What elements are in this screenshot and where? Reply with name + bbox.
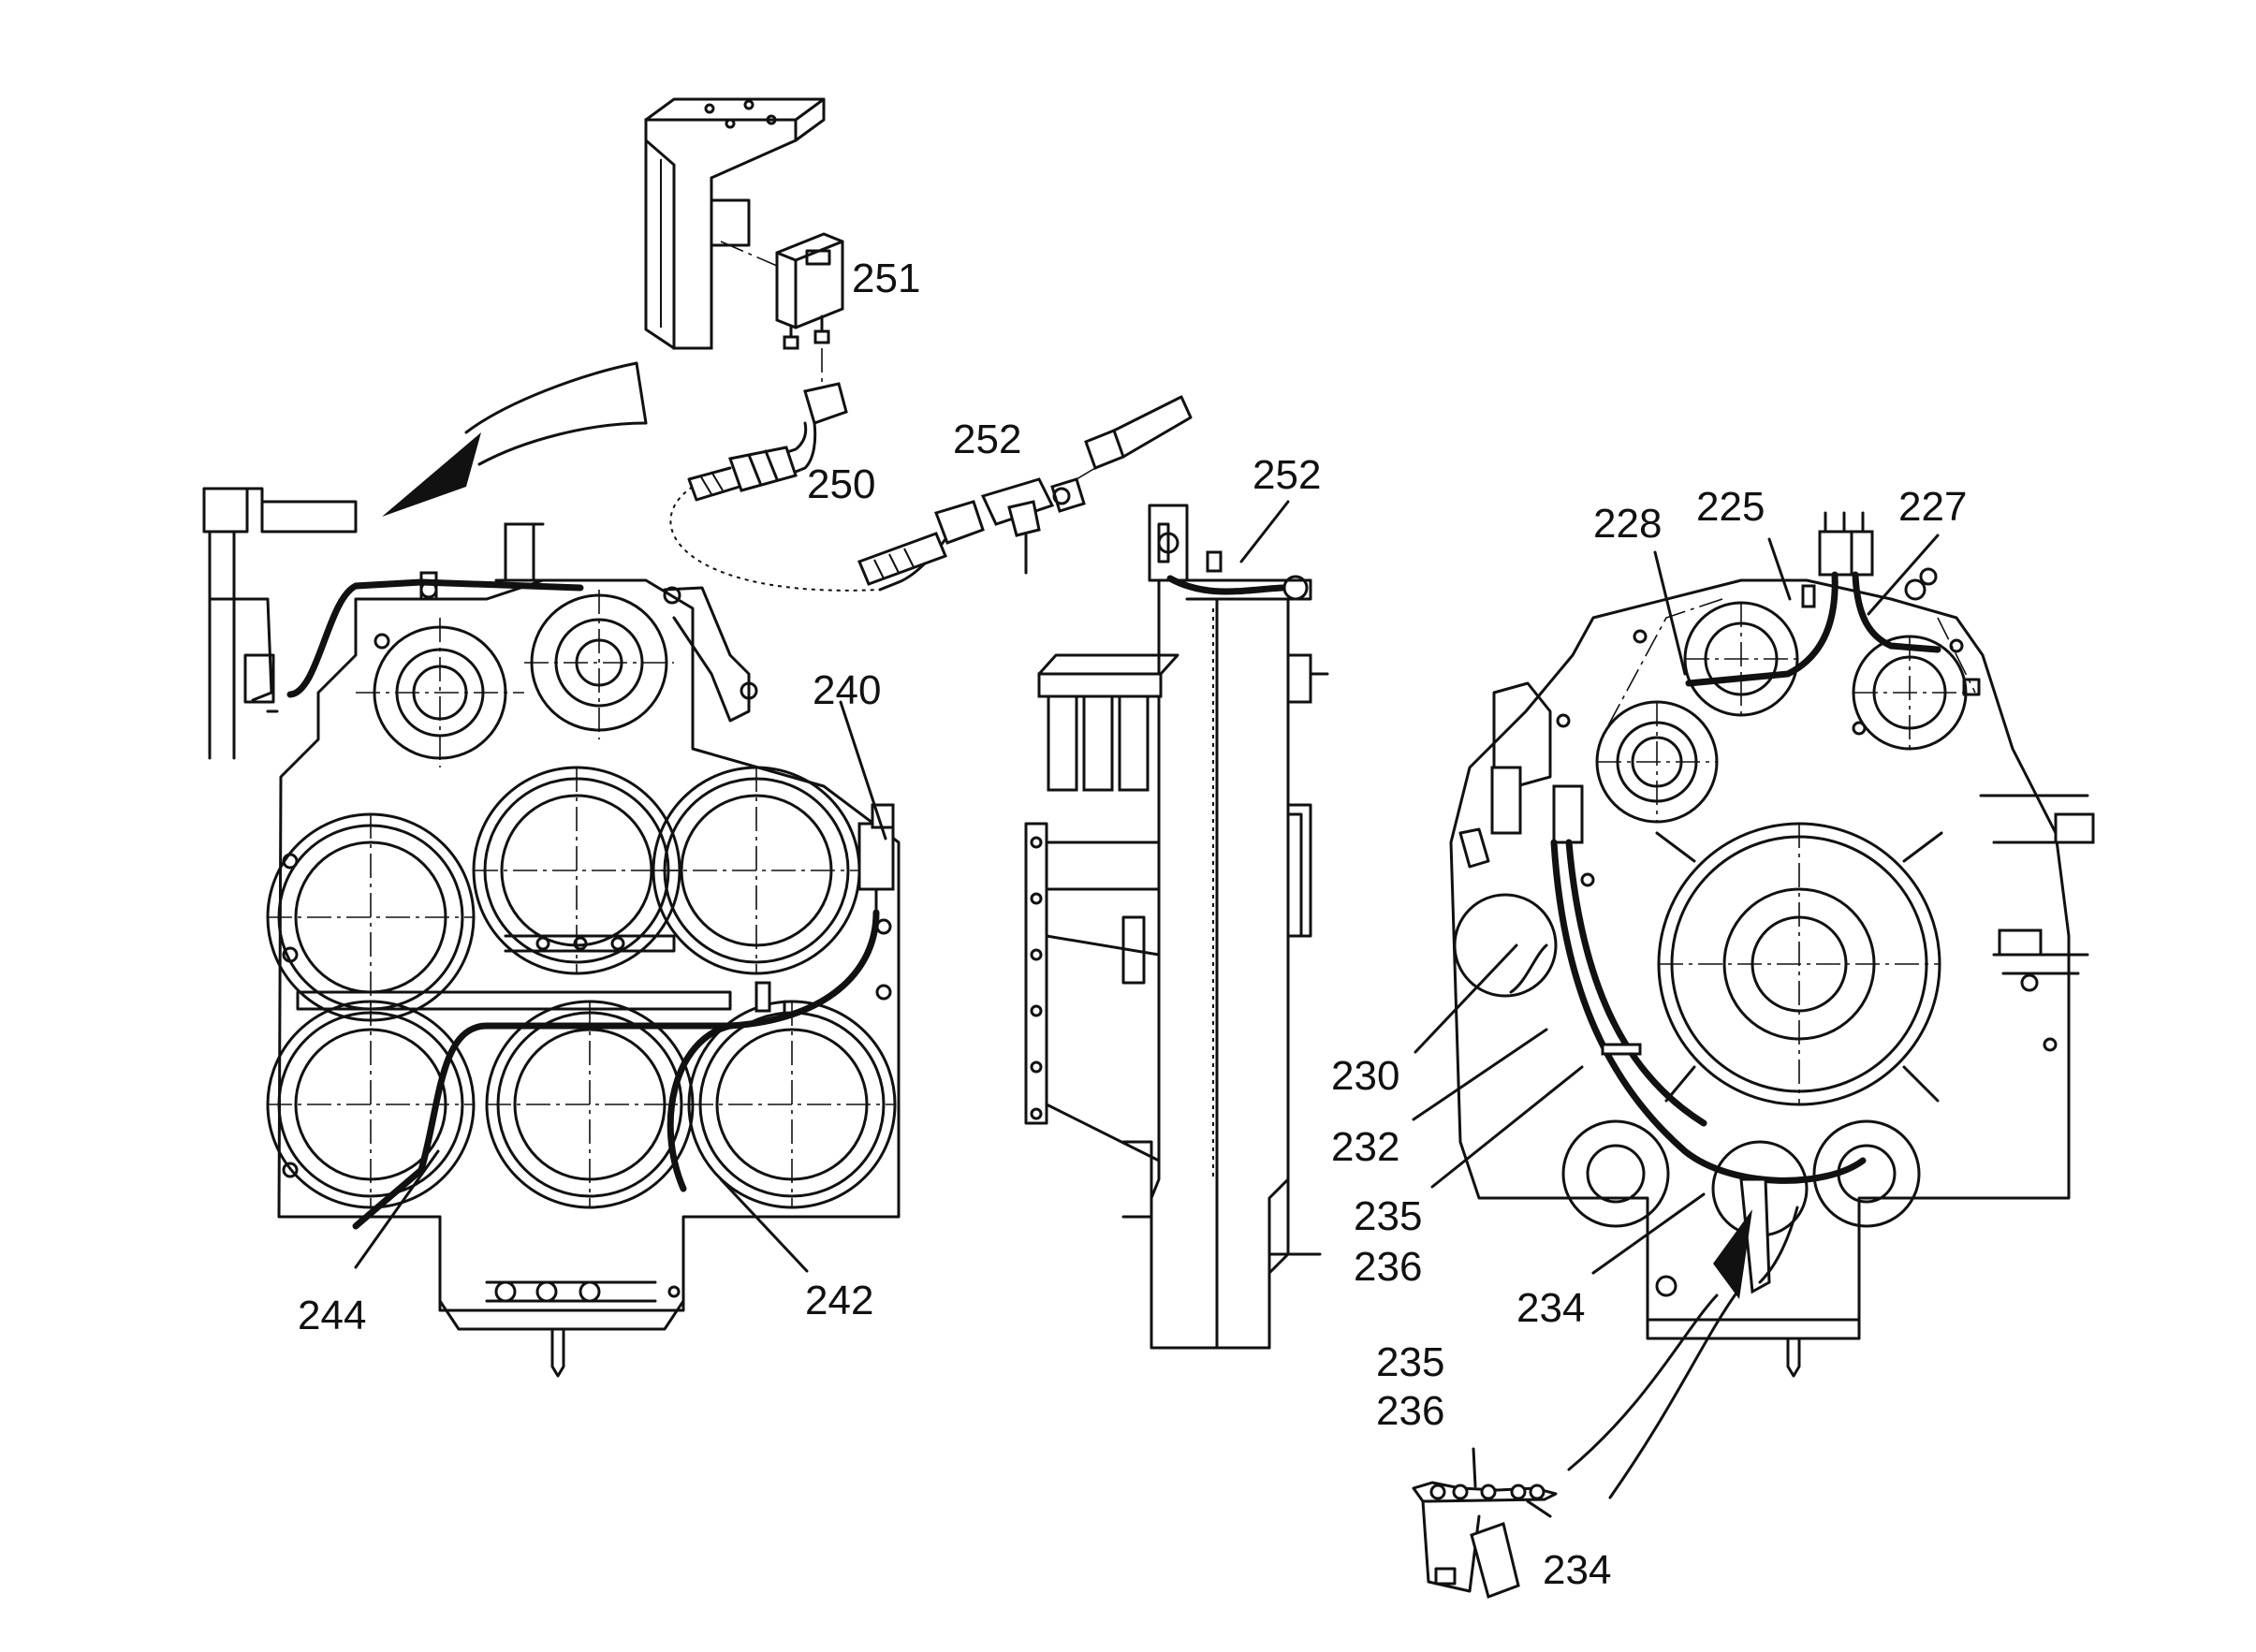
tee-fitting-252 xyxy=(857,395,1193,592)
right-engine-housing xyxy=(1449,511,2095,1499)
port-ring-4 xyxy=(266,1000,476,1209)
label-236: 236 xyxy=(1354,1244,1422,1290)
callout-leader-top xyxy=(382,361,648,517)
label-252-center: 252 xyxy=(1253,452,1321,498)
main-gear xyxy=(1655,822,1943,1106)
leader-lines-right xyxy=(1412,534,1940,1275)
label-225: 225 xyxy=(1696,484,1765,530)
port-ring-3 xyxy=(652,766,861,975)
mounting-bracket xyxy=(644,97,826,350)
label-250: 250 xyxy=(807,461,875,507)
label-251: 251 xyxy=(852,256,920,301)
label-236-detail: 236 xyxy=(1376,1388,1444,1434)
label-232: 232 xyxy=(1331,1124,1399,1170)
leader-lines-center xyxy=(1239,500,1290,563)
port-ring-1 xyxy=(266,812,476,1022)
center-engine-side xyxy=(1024,504,1329,1350)
sensor-240 xyxy=(857,803,895,914)
label-234-detail: 234 xyxy=(1543,1547,1611,1593)
label-242: 242 xyxy=(805,1278,873,1323)
label-234: 234 xyxy=(1516,1285,1585,1331)
port-ring-5 xyxy=(485,1000,695,1209)
leader-lines-left xyxy=(354,700,887,1273)
pressure-switch-251 xyxy=(720,232,844,350)
label-227: 227 xyxy=(1898,484,1967,530)
label-252-top: 252 xyxy=(953,417,1021,462)
label-235-detail: 235 xyxy=(1376,1339,1444,1385)
label-240: 240 xyxy=(813,667,881,713)
left-engine-housing xyxy=(202,487,901,1378)
hose-250 xyxy=(669,348,881,592)
label-228: 228 xyxy=(1593,501,1662,547)
label-244: 244 xyxy=(298,1293,366,1338)
label-230: 230 xyxy=(1331,1053,1399,1099)
label-235: 235 xyxy=(1354,1193,1422,1239)
detail-inset xyxy=(1412,1447,1558,1599)
port-ring-2 xyxy=(472,766,681,975)
